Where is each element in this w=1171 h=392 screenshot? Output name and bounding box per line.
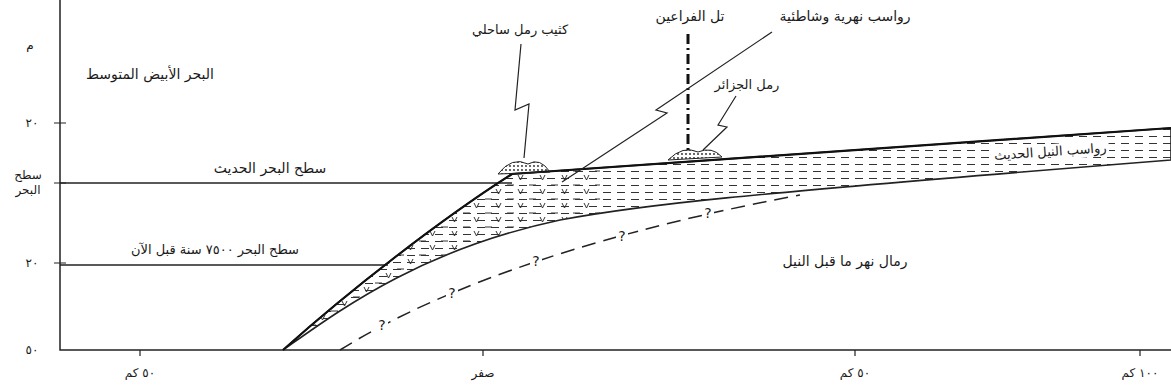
leader-line <box>515 44 529 158</box>
old-sea-level-line <box>60 264 388 265</box>
deposit-label: رواسب نهرية وشاطئية <box>777 8 912 26</box>
nile-deposit-band <box>283 128 1171 350</box>
pre-nile-boundary <box>340 195 800 350</box>
sea-level-label: سطح البحر ٧٥٠٠ سنة قبل الآن <box>129 242 301 258</box>
axis-tick-label: ٢٠ <box>24 116 41 131</box>
axis-tick-label: ٥٠ كم <box>838 366 872 381</box>
axes <box>60 0 1171 350</box>
dune-label: كثيب رمل ساحلي <box>470 22 570 38</box>
sand-label: رمال نهر ما قبل النيل <box>780 253 909 271</box>
sea-name: البحر الأبيض المتوسط <box>84 66 216 84</box>
sea-level-label: سطح البحر الحديث <box>212 160 328 178</box>
uncertainty-mark: ? <box>446 285 457 303</box>
land-surface <box>283 128 1171 350</box>
axis-tick-label: سطح البحر <box>6 168 50 198</box>
site-label: تل الفراعين <box>653 8 726 26</box>
modern-sea-level-line <box>60 182 512 183</box>
tell-marker <box>687 34 690 150</box>
axis-unit: م <box>24 38 35 53</box>
uncertainty-mark: ? <box>376 317 387 335</box>
fluvial-beach-wedge <box>283 168 600 350</box>
axis-tick-label: صفر <box>470 366 497 381</box>
uncertainty-mark: ? <box>616 228 627 246</box>
coastal-dune <box>498 162 550 174</box>
island-sand <box>668 150 722 160</box>
axis-tick-label: ١٠٠ كم <box>1120 366 1161 381</box>
uncertainty-mark: ? <box>702 205 713 223</box>
axis-tick-label: ٥٠ <box>24 343 41 358</box>
leader-line <box>703 96 736 150</box>
uncertainty-mark: ? <box>530 253 541 271</box>
leader-line <box>562 32 772 182</box>
axis-tick-label: ٥٠ كم <box>123 366 157 381</box>
axis-tick-label: ٢٠ <box>24 256 41 271</box>
sand-label: رمل الجزائر <box>713 77 782 93</box>
